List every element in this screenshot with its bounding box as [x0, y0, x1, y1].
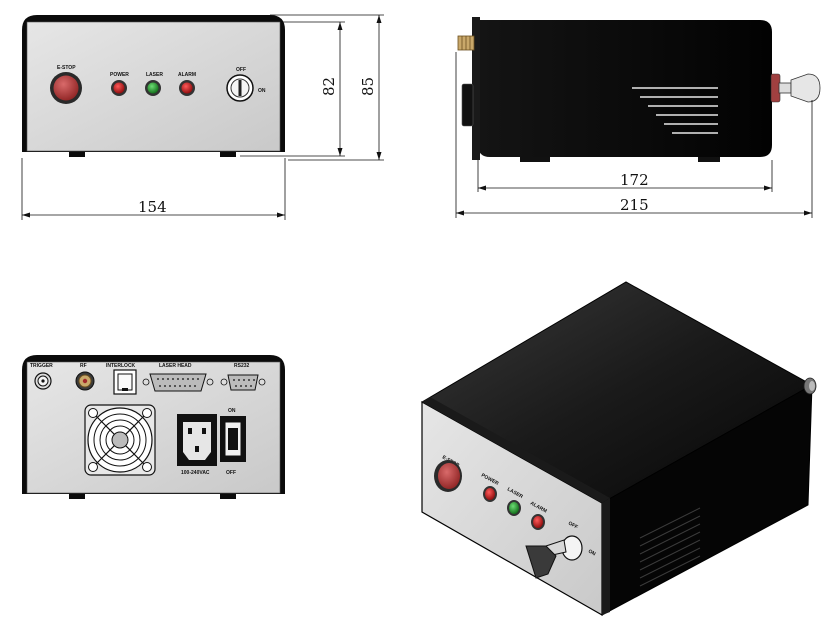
iso-rear-knob [803, 377, 817, 395]
trigger-label: TRIGGER [30, 363, 53, 369]
side-front-bezel [472, 17, 480, 160]
dim-arrow-right [277, 212, 285, 218]
rf-label: RF [80, 363, 87, 369]
dim-arrow-82-top [337, 22, 343, 30]
dim-arrow-left [22, 212, 30, 218]
dim-arrow-82-bottom [337, 148, 343, 156]
iso-key-on-label: ON [587, 549, 597, 558]
power-led [113, 82, 125, 94]
dim-arrow-172-right [764, 185, 772, 191]
dim-85-text: 85 [359, 77, 377, 96]
key-on-label: ON [258, 88, 266, 94]
ac-inlet-icon [177, 414, 217, 466]
dim-82-text: 82 [320, 77, 338, 96]
side-view: 172 215 [455, 17, 821, 218]
front-foot-right [220, 152, 236, 157]
rear-foot-right [220, 494, 236, 499]
power-label: POWER [110, 72, 129, 78]
rs232-d-sub-connector-icon [220, 374, 266, 391]
rs232-label: RS232 [234, 363, 250, 369]
power-off-label: OFF [226, 470, 236, 476]
dim-arrow-85-bottom [376, 152, 382, 160]
rear-view: TRIGGER RF INTERLOCK LASER HEAD [22, 355, 285, 499]
dim-arrow-172-left [478, 185, 486, 191]
laser-led [147, 82, 159, 94]
key-off-label: OFF [236, 67, 246, 73]
rocker-switch-icon [220, 416, 246, 462]
side-bnc-connector [457, 35, 475, 51]
iso-alarm-led [533, 516, 543, 528]
alarm-led [181, 82, 193, 94]
key-slot [238, 80, 242, 96]
front-view: E-STOP POWER LASER ALARM OFF ON 154 82 [21, 14, 384, 220]
dim-172-text: 172 [620, 171, 649, 189]
dim-arrow-215-right [804, 210, 812, 216]
iso-view: E-STOP POWER LASER ALARM OFF ON [420, 281, 817, 617]
side-foot-rear [698, 157, 720, 162]
iso-power-led [485, 488, 495, 500]
dim-arrow-215-left [456, 210, 464, 216]
laser-label: LASER [146, 72, 163, 78]
side-vent-slots [632, 87, 718, 134]
laser-head-label: LASER HEAD [159, 363, 192, 369]
rear-foot-left [69, 494, 85, 499]
power-on-label: ON [228, 408, 236, 414]
iso-vent-slots [639, 507, 701, 587]
iso-front-bezel-right [602, 498, 610, 615]
estop-label: E-STOP [57, 65, 76, 71]
alarm-label: ALARM [178, 72, 196, 78]
iso-laser-led [509, 502, 519, 514]
side-housing [478, 20, 772, 157]
front-foot-left [69, 152, 85, 157]
estop-button [53, 75, 79, 101]
iso-key-icon [525, 535, 583, 579]
laser-head-d-sub-connector-icon [142, 373, 214, 392]
iso-front-bezel-top [422, 397, 610, 503]
trigger-bnc-connector-icon [34, 372, 52, 390]
interlock-rj45-jack-icon [113, 369, 137, 395]
dim-arrow-85-top [376, 15, 382, 23]
side-foot-front [520, 157, 550, 162]
fan-icon [84, 404, 156, 476]
iso-key-off-label: OFF [567, 521, 579, 531]
side-estop-profile [461, 83, 474, 127]
dim-215-text: 215 [620, 196, 649, 214]
side-key-icon [770, 73, 821, 103]
voltage-label: 100-240VAC [181, 470, 210, 476]
iso-estop-button [438, 463, 460, 489]
dim-width-text: 154 [138, 198, 167, 216]
interlock-label: INTERLOCK [106, 363, 136, 369]
rf-bnc-connector-icon [75, 371, 95, 391]
